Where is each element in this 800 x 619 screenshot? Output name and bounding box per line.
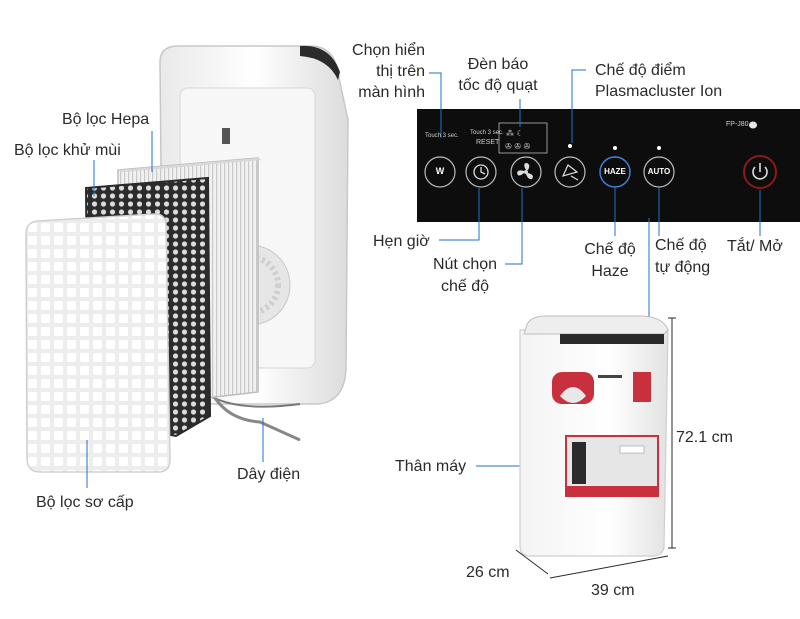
purifier-unit	[519, 315, 669, 557]
haze-button-ring	[599, 156, 631, 188]
panel-leader-lines	[429, 69, 761, 467]
haze-button[interactable]: HAZE	[604, 167, 626, 176]
touch-hint-right: Touch 3 sec.	[470, 130, 504, 136]
timer-label: Hẹn giờ	[373, 233, 430, 250]
model-name: FP-J80	[726, 121, 749, 128]
depth-dimension: 26 cm	[466, 564, 510, 581]
power-label: Tắt/ Mở	[727, 238, 783, 255]
svg-text:⁂ ☾: ⁂ ☾	[506, 128, 524, 138]
dimension-lines	[515, 317, 676, 579]
fan-speed-indicator-box: ⁂ ☾ ✇ ✇ ✇	[498, 122, 548, 154]
svg-text:✇ ✇ ✇: ✇ ✇ ✇	[505, 142, 530, 151]
fan-indicator-label-line1: Đèn báo	[467, 56, 529, 73]
plasmacluster-label-line2: Plasmacluster Ion	[595, 83, 723, 100]
display-select-label-line1: Chọn hiển	[352, 42, 425, 59]
auto-mode-label-line1: Chế độ	[655, 237, 707, 254]
display-button[interactable]: W	[435, 166, 445, 176]
power-button-ring	[743, 155, 777, 189]
reset-text: RESET	[476, 139, 500, 146]
pre-filter	[25, 213, 171, 473]
power-cord	[213, 397, 301, 442]
haze-mode-label-line1: Chế độ	[584, 241, 636, 258]
mode-button-label-line1: Nút chọn	[432, 256, 498, 273]
clock-icon	[473, 164, 489, 180]
plasmacluster-label-line1: Chế độ điểm	[595, 62, 686, 79]
mode-button-label-line2: chế độ	[440, 278, 490, 295]
display-select-label-line3: màn hình	[358, 84, 425, 101]
power-cord-label: Dây điện	[237, 466, 301, 483]
model-indicator-light	[749, 121, 757, 129]
haze-mode-label-line2: Haze	[591, 263, 629, 280]
touch-hint-left: Touch 3 sec.	[425, 133, 459, 139]
body-label: Thân máy	[395, 458, 467, 475]
hepa-filter-label: Bộ lọc Hepa	[62, 111, 150, 128]
auto-button[interactable]: AUTO	[647, 167, 671, 176]
height-dimension: 72.1 cm	[676, 429, 733, 446]
display-select-label-line2: thị trên	[376, 63, 425, 80]
pre-filter-label: Bộ lọc sơ cấp	[36, 494, 134, 511]
deodorizing-filter-label: Bộ lọc khử mùi	[14, 142, 121, 159]
auto-mode-label-line2: tự động	[655, 259, 711, 276]
width-dimension: 39 cm	[591, 582, 635, 599]
fan-indicator-label-line2: tốc độ quạt	[458, 77, 538, 94]
ion-spray-icon	[561, 164, 579, 181]
power-icon	[752, 163, 768, 180]
left-leader-lines	[86, 131, 264, 488]
panel-indicator-dots	[568, 144, 661, 150]
fan-icon	[517, 163, 533, 180]
